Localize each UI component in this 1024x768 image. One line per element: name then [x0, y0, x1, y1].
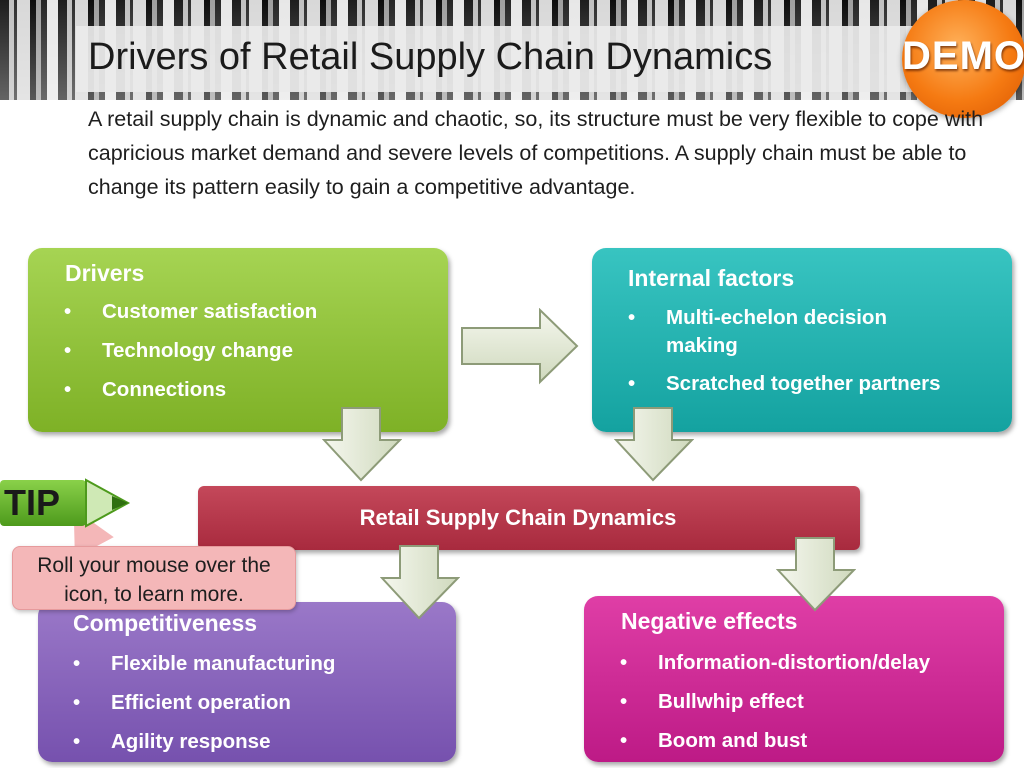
list-item-label: Multi-echelon decision making — [666, 306, 887, 357]
list-item-label: Efficient operation — [111, 691, 291, 714]
internal-factors-title: Internal factors — [628, 265, 795, 291]
list-item: • Scratched together partners — [628, 370, 948, 398]
internal-factors-box: Internal factors • Multi-echelon decision… — [592, 248, 1012, 432]
title-panel — [76, 26, 916, 92]
list-item: • Bullwhip effect — [620, 688, 990, 716]
negative-effects-box: Negative effects • Information-distortion… — [584, 596, 1004, 762]
arrow-down-icon — [614, 407, 694, 482]
list-item: • Customer satisfaction — [64, 298, 434, 326]
list-item-label: Scratched together partners — [666, 372, 941, 395]
competitiveness-box: Competitiveness • Flexible manufacturing … — [38, 602, 456, 762]
list-item-label: Bullwhip effect — [658, 690, 804, 713]
list-item-label: Customer satisfaction — [102, 300, 318, 323]
list-item-label: Technology change — [102, 339, 293, 362]
intro-paragraph: A retail supply chain is dynamic and cha… — [88, 107, 984, 199]
list-item: • Efficient operation — [73, 689, 443, 717]
list-item-label: Agility response — [111, 730, 271, 753]
tip-icon[interactable]: TIP — [0, 474, 134, 534]
demo-badge-label: DEMO — [902, 34, 1024, 78]
bullet-icon: • — [73, 652, 81, 675]
center-bar: Retail Supply Chain Dynamics — [198, 486, 860, 550]
list-item-label: Information-distortion/delay — [658, 651, 931, 674]
competitiveness-title: Competitiveness — [73, 610, 258, 636]
arrow-right-icon — [461, 308, 579, 385]
list-item: • Flexible manufacturing — [73, 650, 443, 678]
list-item-label: Boom and bust — [658, 729, 808, 752]
center-bar-label: Retail Supply Chain Dynamics — [359, 505, 677, 530]
negative-effects-list: • Information-distortion/delay • Bullwhip … — [620, 649, 990, 755]
competitiveness-list: • Flexible manufacturing • Efficient opera… — [73, 650, 443, 756]
bullet-icon: • — [620, 651, 628, 674]
bullet-icon: • — [620, 690, 628, 713]
list-item: • Boom and bust — [620, 727, 990, 755]
list-item: • Information-distortion/delay — [620, 649, 990, 677]
bullet-icon: • — [73, 730, 81, 753]
list-item: • Technology change — [64, 337, 434, 365]
negative-effects-title: Negative effects — [621, 608, 798, 634]
drivers-box: Drivers • Customer satisfaction • Technolo… — [28, 248, 448, 432]
demo-badge: DEMO — [902, 0, 1024, 118]
bullet-icon: • — [64, 339, 72, 362]
list-item-label: Connections — [102, 378, 227, 401]
list-item: • Multi-echelon decision making — [628, 304, 948, 360]
list-item-label: Flexible manufacturing — [111, 652, 336, 675]
drivers-list: • Customer satisfaction • Technology chang… — [64, 298, 434, 404]
drivers-title: Drivers — [65, 260, 145, 286]
tip-icon-label: TIP — [4, 482, 61, 523]
internal-factors-list: • Multi-echelon decision making • Scratche… — [628, 304, 948, 398]
bullet-icon: • — [620, 729, 628, 752]
page-title: Drivers of Retail Supply Chain Dynamics — [88, 36, 773, 78]
arrow-down-icon — [380, 545, 460, 620]
bullet-icon: • — [73, 691, 81, 714]
list-item: • Connections — [64, 376, 434, 404]
list-item: • Agility response — [73, 728, 443, 756]
tip-callout: Roll your mouse over the icon, to learn … — [12, 546, 296, 610]
bullet-icon: • — [628, 306, 636, 329]
bullet-icon: • — [64, 378, 72, 401]
bullet-icon: • — [628, 372, 636, 395]
arrow-down-icon — [322, 407, 402, 482]
tip-callout-text: Roll your mouse over the icon, to learn … — [37, 554, 271, 606]
bullet-icon: • — [64, 300, 72, 323]
arrow-down-icon — [776, 537, 856, 612]
pencil-icon — [0, 478, 131, 528]
